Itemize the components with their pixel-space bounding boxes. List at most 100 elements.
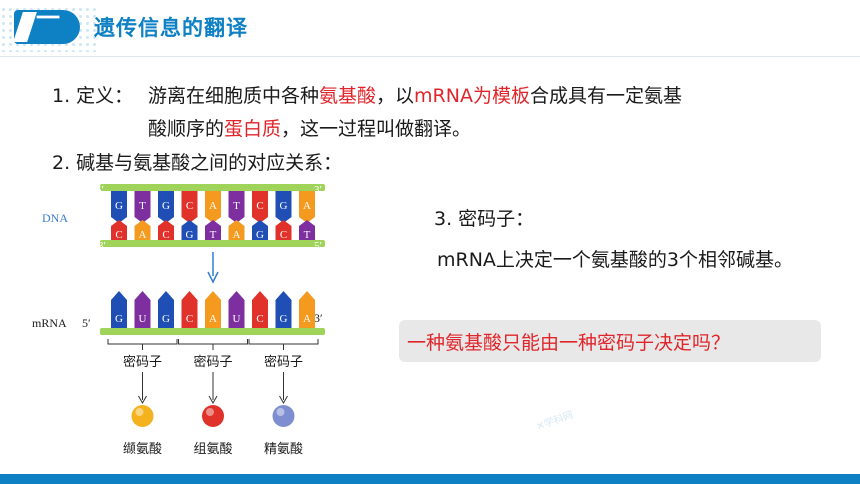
- codon-bracket: [107, 339, 178, 345]
- mrna-base-G: [158, 291, 174, 328]
- mrna-base-C: [252, 291, 268, 328]
- keyword-mrna-template: mRNA为模板: [414, 85, 530, 107]
- dna-bottom-base-letter: T: [210, 229, 217, 241]
- section-number: 一: [36, 4, 60, 32]
- dna-bottom-backbone: [100, 240, 325, 247]
- transcription-arrowhead: [207, 271, 219, 284]
- codon-to-amino-arrowhead: [279, 395, 288, 405]
- codon-label: 密码子: [193, 354, 232, 370]
- mrna-base-A: [299, 291, 315, 328]
- mrna-base-letter: G: [162, 313, 170, 325]
- dna-top-base-letter: G: [280, 200, 288, 212]
- dna-top-base-A: [299, 191, 315, 217]
- dna-bottom-base-letter: C: [280, 229, 287, 241]
- header-divider: [0, 56, 860, 57]
- mrna-base-letter: C: [256, 313, 263, 325]
- mrna-five-prime-label: 5′: [82, 316, 91, 330]
- dna-bottom-base-letter: A: [233, 229, 241, 241]
- definition-text: 合成具有一定氨基: [529, 85, 682, 107]
- mrna-base-A: [205, 291, 221, 328]
- codon-bracket: [178, 339, 248, 345]
- mrna-base-letter: A: [209, 313, 217, 325]
- dna-top-backbone: [100, 184, 325, 191]
- dna-top-base-G: [158, 191, 174, 217]
- amino-acid-ball-highlight: [135, 408, 144, 416]
- dna-three-prime-label: 3′: [314, 184, 322, 196]
- footer-bar: [0, 474, 860, 484]
- mrna-backbone: [100, 328, 325, 335]
- mrna-base-letter: G: [280, 313, 288, 325]
- codon-to-amino-arrowhead: [138, 395, 147, 405]
- dna-bottom-base-G: [252, 220, 268, 240]
- dna-bottom-base-G: [181, 220, 198, 240]
- dna-three-prime-label: 3′: [98, 240, 106, 252]
- definition-text: 酸顺序的: [148, 118, 225, 140]
- dna-bottom-base-letter: C: [115, 229, 122, 241]
- codon-label: 密码子: [123, 354, 162, 370]
- dna-bottom-base-A: [134, 220, 151, 240]
- dna-top-base-letter: C: [256, 200, 263, 212]
- definition-line-2: 酸顺序的蛋白质，这一过程叫做翻译。: [148, 117, 471, 142]
- definition-text: 游离在细胞质中各种: [148, 85, 320, 107]
- codon-label: 密码子: [264, 354, 303, 370]
- header-band: [0, 0, 860, 62]
- dna-top-base-letter: A: [303, 200, 311, 212]
- dna-top-base-letter: T: [139, 200, 146, 212]
- dna-bottom-base-A: [228, 220, 245, 240]
- mrna-base-U: [134, 291, 151, 328]
- dna-top-base-T: [134, 191, 151, 217]
- keyword-protein: 蛋白质: [224, 118, 282, 140]
- definition-text: ，这一过程叫做翻译。: [281, 118, 472, 140]
- dna-bottom-base-letter: T: [304, 229, 311, 241]
- dna-bottom-base-letter: C: [162, 229, 169, 241]
- dna-top-base-G: [275, 191, 292, 217]
- amino-acid-label: 缬氨酸: [123, 442, 162, 457]
- page-title: 遗传信息的翻译: [94, 16, 248, 40]
- dna-bottom-base-C: [275, 220, 292, 240]
- keyword-amino-acid: 氨基酸: [319, 85, 377, 107]
- amino-acid-label: 组氨酸: [193, 442, 232, 457]
- dna-bottom-base-C: [158, 220, 174, 240]
- amino-acid-ball: [131, 405, 154, 427]
- dna-label: DNA: [42, 211, 68, 225]
- dna-five-prime-label: 5′: [96, 184, 104, 196]
- dna-bottom-base-letter: G: [186, 229, 194, 241]
- codon-to-amino-arrowhead: [208, 395, 218, 405]
- dna-bottom-base-letter: G: [256, 229, 264, 241]
- mrna-base-G: [275, 291, 292, 328]
- mrna-base-letter: A: [303, 313, 311, 325]
- dna-top-base-letter: C: [186, 200, 193, 212]
- dna-bottom-base-T: [205, 220, 221, 240]
- question-text: 一种氨基酸只能由一种密码子决定吗？: [407, 332, 731, 354]
- mrna-base-C: [181, 291, 198, 328]
- codon-label: 3. 密码子：: [434, 208, 535, 230]
- mrna-three-prime-label: 3′: [314, 311, 323, 325]
- definition-text: ，以: [376, 85, 415, 107]
- amino-acid-ball: [202, 405, 224, 427]
- amino-acid-ball: [272, 405, 295, 427]
- dna-top-base-letter: T: [233, 200, 240, 212]
- amino-acid-ball-highlight: [206, 408, 214, 416]
- dna-bottom-base-C: [111, 220, 127, 240]
- mrna-label: mRNA: [32, 316, 67, 330]
- correspondence-label: 2. 碱基与氨基酸之间的对应关系：: [52, 152, 343, 174]
- dna-top-base-letter: G: [162, 200, 170, 212]
- dna-top-base-letter: A: [209, 200, 217, 212]
- dna-top-base-C: [181, 191, 198, 217]
- dna-bottom-base-T: [299, 220, 315, 240]
- mrna-base-G: [111, 291, 127, 328]
- dna-top-base-letter: G: [115, 200, 123, 212]
- dna-top-base-T: [228, 191, 245, 217]
- dna-top-base-G: [111, 191, 127, 217]
- mrna-base-letter: G: [115, 313, 123, 325]
- definition-label: 1. 定义：: [52, 85, 134, 107]
- question-box: 一种氨基酸只能由一种密码子决定吗？: [399, 320, 821, 362]
- amino-acid-label: 精氨酸: [264, 442, 303, 457]
- mrna-base-letter: U: [139, 313, 147, 325]
- dna-top-base-C: [252, 191, 268, 217]
- codon-definition: mRNA上决定一个氨基酸的3个相邻碱基。: [437, 249, 794, 271]
